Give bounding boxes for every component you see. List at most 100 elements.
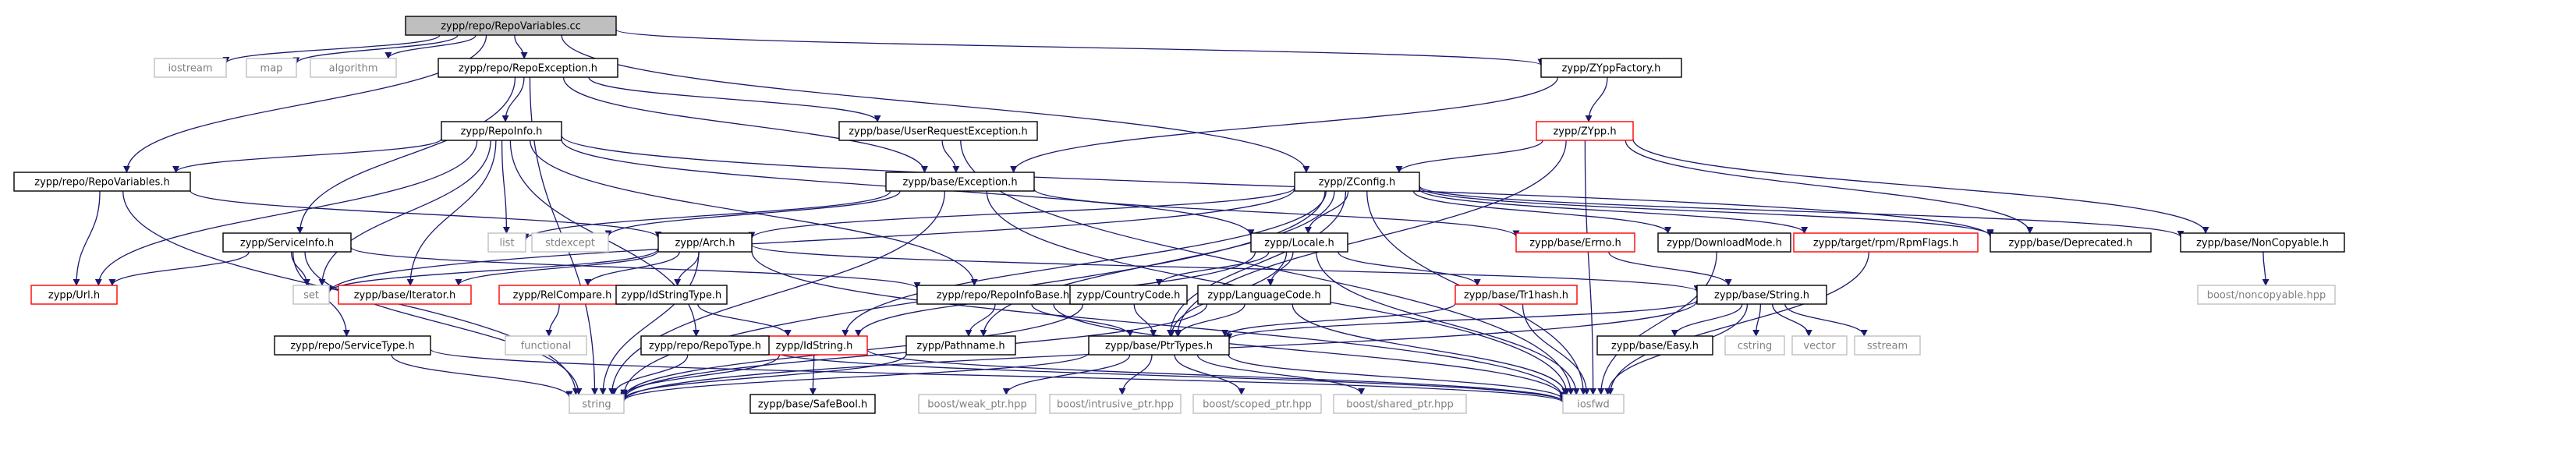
node-label: zypp/ZYppFactory.h: [1562, 63, 1661, 75]
node-boostnc: boost/noncopyable.hpp: [2197, 285, 2336, 305]
node-iostream: iostream: [154, 58, 227, 78]
node-repoinfo[interactable]: zypp/RepoInfo.h: [441, 121, 562, 141]
node-userreq[interactable]: zypp/base/UserRequestException.h: [838, 121, 1038, 141]
include-edge-zyppfac-exception: [1010, 76, 1559, 173]
node-noncopy[interactable]: zypp/base/NonCopyable.h: [2180, 232, 2345, 253]
include-edge-servicetype-string: [391, 354, 573, 398]
node-sharedptr: boost/shared_ptr.hpp: [1333, 394, 1467, 414]
node-label: zypp/target/rpm/RpmFlags.h: [1813, 238, 1958, 250]
include-edge-repoexc-repoinfo: [501, 76, 525, 122]
node-label: zypp/LanguageCode.h: [1207, 290, 1320, 302]
node-repoinfobase[interactable]: zypp/repo/RepoInfoBase.h: [916, 285, 1090, 305]
include-edge-root-algorithm: [384, 34, 477, 59]
node-url[interactable]: zypp/Url.h: [30, 285, 118, 305]
node-locale[interactable]: zypp/Locale.h: [1250, 232, 1348, 253]
include-edge-idstrtype-idstring: [697, 303, 792, 337]
node-box: [1536, 121, 1634, 141]
include-edge-repoexc-serviceinfo: [296, 76, 516, 234]
node-ptrtypes[interactable]: zypp/base/PtrTypes.h: [1088, 335, 1230, 356]
include-edge-idstring-iosfwd: [866, 349, 1567, 402]
node-trhash[interactable]: zypp/base/Tr1hash.h: [1455, 285, 1578, 305]
node-arch[interactable]: zypp/Arch.h: [657, 232, 753, 253]
include-edge-string_h-cstring: [1752, 303, 1761, 337]
node-box: [310, 58, 397, 78]
include-edge-locale-iosfwd: [1316, 251, 1580, 395]
node-box: [1250, 232, 1348, 253]
node-label: zypp/base/Easy.h: [1611, 341, 1699, 352]
node-label: zypp/CountryCode.h: [1077, 290, 1181, 302]
node-box: [918, 394, 1036, 414]
node-box: [531, 232, 609, 253]
node-repoexc[interactable]: zypp/repo/RepoException.h: [438, 58, 618, 78]
node-label: boost/shared_ptr.hpp: [1346, 399, 1454, 411]
include-edge-zypp-deprecated: [1625, 140, 2034, 234]
node-pathname[interactable]: zypp/Pathname.h: [905, 335, 1016, 356]
node-weakptr: boost/weak_ptr.hpp: [918, 394, 1036, 414]
node-idstrtype[interactable]: zypp/IdStringType.h: [615, 285, 728, 305]
node-easy[interactable]: zypp/base/Easy.h: [1596, 335, 1713, 356]
include-edge-root-zconfig: [561, 34, 1310, 173]
node-label: iosfwd: [1577, 399, 1610, 411]
node-box: [1657, 232, 1791, 253]
node-label: zypp/base/NonCopyable.h: [2196, 238, 2329, 250]
node-box: [2180, 232, 2345, 253]
node-box: [1596, 335, 1713, 356]
include-edge-userreq-exception: [941, 140, 960, 173]
node-string_h[interactable]: zypp/base/String.h: [1696, 285, 1827, 305]
node-functional: functional: [505, 335, 587, 356]
node-rpmflags[interactable]: zypp/target/rpm/RpmFlags.h: [1793, 232, 1979, 253]
include-edge-zconfig-dlmode: [1412, 190, 1671, 234]
node-deprecated[interactable]: zypp/base/Deprecated.h: [1990, 232, 2152, 253]
node-zyppfac[interactable]: zypp/ZYppFactory.h: [1540, 58, 1682, 78]
node-zypp[interactable]: zypp/ZYpp.h: [1536, 121, 1634, 141]
node-langcode[interactable]: zypp/LanguageCode.h: [1197, 285, 1331, 305]
node-zconfig[interactable]: zypp/ZConfig.h: [1294, 172, 1420, 192]
node-idstring[interactable]: zypp/IdString.h: [760, 335, 868, 356]
node-box: [1562, 394, 1625, 414]
node-label: zypp/repo/RepoVariables.h: [34, 177, 169, 189]
include-edge-trhash-iosfwd: [1522, 303, 1590, 395]
node-iterator[interactable]: zypp/base/Iterator.h: [338, 285, 472, 305]
include-edge-pathname-string: [620, 353, 907, 401]
include-edge-string_h-easy: [1671, 303, 1743, 337]
node-errno[interactable]: zypp/base/Errno.h: [1515, 232, 1635, 253]
node-box: [1990, 232, 2152, 253]
include-edge-repoinfobase-iosfwd: [1053, 303, 1567, 399]
include-edge-ptrtypes-scopedptr: [1174, 354, 1245, 395]
node-label: zypp/base/Errno.h: [1529, 238, 1621, 250]
node-label: boost/scoped_ptr.hpp: [1203, 399, 1312, 411]
node-relcompare[interactable]: zypp/RelCompare.h: [498, 285, 626, 305]
include-edge-repotype-string: [610, 354, 689, 395]
node-box: [1791, 335, 1848, 356]
node-label: zypp/ZConfig.h: [1319, 177, 1395, 189]
node-label: cstring: [1738, 341, 1772, 352]
node-dlmode[interactable]: zypp/DownloadMode.h: [1657, 232, 1791, 253]
node-root[interactable]: zypp/repo/RepoVariables.cc: [405, 16, 617, 36]
include-edge-zconfig-noncopy: [1419, 185, 2184, 238]
include-edge-ptrtypes-intrusiveptr: [1118, 354, 1153, 395]
node-box: [1333, 394, 1467, 414]
node-servicetype[interactable]: zypp/repo/ServiceType.h: [274, 335, 431, 356]
node-box: [1069, 285, 1188, 305]
include-edge-serviceinfo-string: [304, 251, 583, 395]
include-edge-root-repovars: [122, 34, 487, 173]
include-edge-ptrtypes-weakptr: [1002, 354, 1131, 395]
node-safebool[interactable]: zypp/base/SafeBool.h: [749, 394, 876, 414]
node-label: vector: [1803, 341, 1836, 352]
node-exception[interactable]: zypp/base/Exception.h: [885, 172, 1035, 192]
node-countrycode[interactable]: zypp/CountryCode.h: [1069, 285, 1188, 305]
include-edge-arch-relcompare: [584, 251, 680, 286]
node-box: [438, 58, 618, 78]
node-label: zypp/Pathname.h: [916, 341, 1005, 352]
node-box: [1294, 172, 1420, 192]
node-serviceinfo[interactable]: zypp/ServiceInfo.h: [222, 232, 352, 253]
include-edge-repoinfo-list: [501, 140, 510, 234]
node-label: stdexcept: [545, 238, 595, 250]
node-repotype[interactable]: zypp/repo/RepoType.h: [640, 335, 770, 356]
include-edge-idstring-string: [620, 354, 781, 398]
include-edge-dlmode-iosfwd: [1597, 251, 1717, 395]
node-repovars[interactable]: zypp/repo/RepoVariables.h: [13, 172, 191, 192]
node-box: [292, 285, 330, 305]
node-label: functional: [521, 341, 572, 352]
